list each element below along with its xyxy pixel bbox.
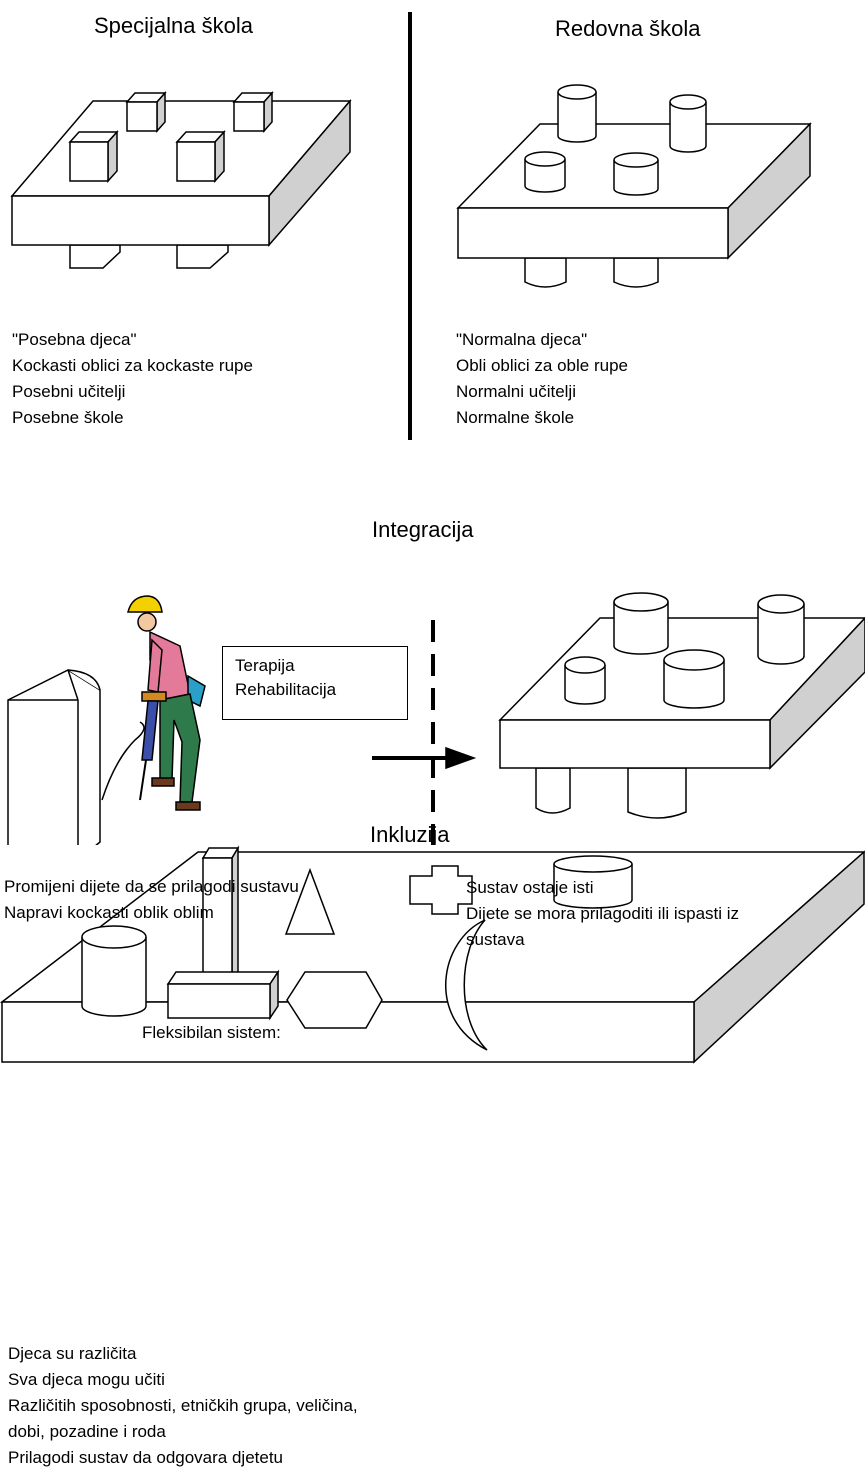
regular-school-board-icon <box>456 84 812 288</box>
inclusion-line: Prilagodi sustav da odgovara djetetu <box>8 1448 284 1467</box>
special-line: Posebni učitelji <box>12 382 126 401</box>
regular-school-text: "Normalna djeca" Obli oblici za oble rup… <box>456 327 628 431</box>
integration-left-line: Promijeni dijete da se prilagodi sustavu <box>4 877 299 896</box>
regular-line: Normalne škole <box>456 408 575 427</box>
regular-line: Obli oblici za oble rupe <box>456 356 628 375</box>
flat-box-icon <box>166 969 280 1021</box>
square-block-icon <box>7 669 101 863</box>
inclusion-text: Djeca su različita Sva djeca mogu učiti … <box>8 1341 358 1471</box>
integration-right-line: sustava <box>466 930 525 949</box>
integration-left-text: Promijeni dijete da se prilagodi sustavu… <box>4 874 299 926</box>
tall-prism-icon <box>201 845 240 991</box>
cylinder-icon <box>81 925 147 1017</box>
therapy-box: Terapija Rehabilitacija <box>222 646 408 720</box>
integration-right-line: Dijete se mora prilagoditi ili ispasti i… <box>466 904 740 923</box>
integration-title: Integracija <box>372 517 474 542</box>
inclusion-line: Djeca su različita <box>8 1344 137 1363</box>
rehabilitation-label: Rehabilitacija <box>235 680 337 699</box>
special-line: "Posebna djeca" <box>12 330 137 349</box>
regular-line: "Normalna djeca" <box>456 330 588 349</box>
inclusion-line: dobi, pozadine i roda <box>8 1422 166 1441</box>
flexible-system-label: Fleksibilan sistem: <box>142 1023 281 1042</box>
hexagon-icon <box>286 971 383 1029</box>
integration-board-icon <box>498 592 865 819</box>
inclusion-title: Inkluzija <box>370 822 450 847</box>
special-school-title: Specijalna škola <box>94 13 253 38</box>
triangle-icon <box>284 867 336 935</box>
inclusion-line: Različitih sposobnosti, etničkih grupa, … <box>8 1396 358 1415</box>
inclusion-line: Sva djeca mogu učiti <box>8 1370 165 1389</box>
special-school-text: "Posebna djeca" Kockasti oblici za kocka… <box>12 327 253 431</box>
flat-cylinder-icon <box>553 855 633 909</box>
integration-right-line: Sustav ostaje isti <box>466 878 594 897</box>
crescent-icon <box>444 919 488 1051</box>
integration-right-text: Sustav ostaje isti Dijete se mora prilag… <box>466 875 739 953</box>
regular-line: Normalni učitelji <box>456 382 576 401</box>
therapy-label: Terapija <box>235 656 295 675</box>
special-line: Kockasti oblici za kockaste rupe <box>12 356 253 375</box>
integration-left-line: Napravi kockasti oblik oblim <box>4 903 214 922</box>
special-school-board-icon <box>10 91 352 269</box>
regular-school-title: Redovna škola <box>555 16 701 41</box>
worker-with-jackhammer-icon <box>101 595 206 811</box>
special-line: Posebne škole <box>12 408 124 427</box>
cross-icon <box>409 865 473 915</box>
